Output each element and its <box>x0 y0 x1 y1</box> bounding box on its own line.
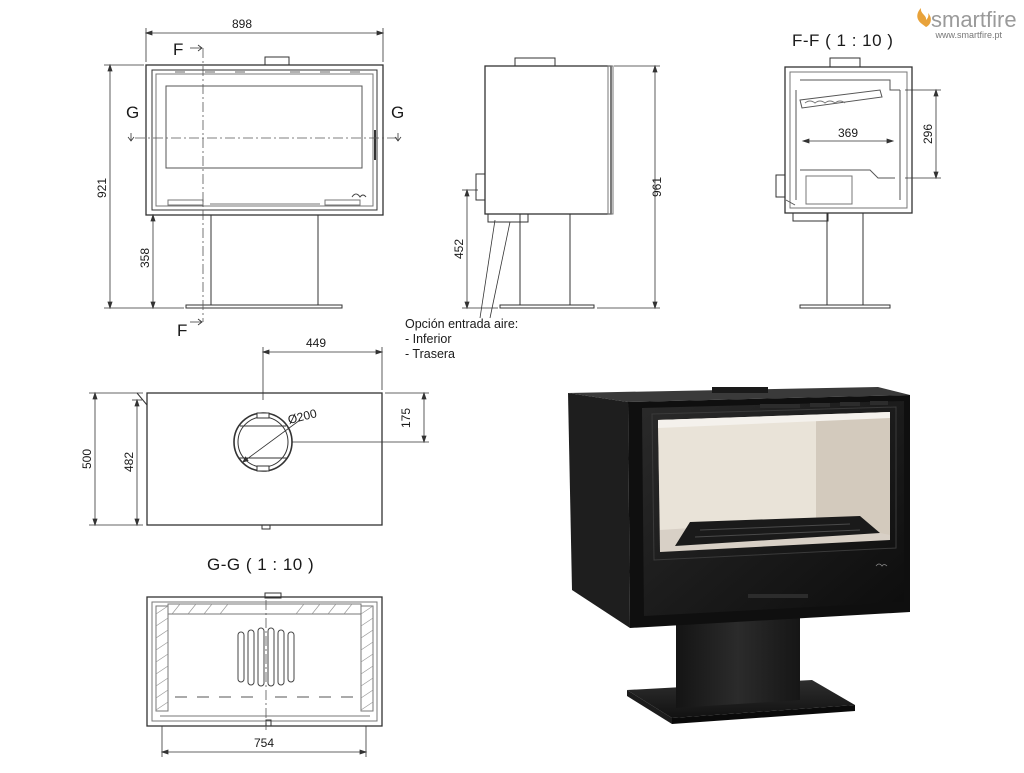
dim-top-depth-inner: 482 <box>122 452 136 472</box>
brand-logo: smartfire www.smartfire.pt <box>917 7 1017 40</box>
front-view <box>145 56 384 309</box>
section-ff-dimensions <box>801 88 941 180</box>
cut-label-g-left: G <box>126 103 140 122</box>
section-gg-title: G-G ( 1 : 10 ) <box>207 555 314 574</box>
dim-side-height: 961 <box>650 177 664 197</box>
top-view <box>136 392 383 530</box>
air-inlet-note: Opción entrada aire: - Inferior - Traser… <box>405 317 518 361</box>
dim-front-height: 921 <box>95 178 109 198</box>
dim-flue-diameter: Ø200 <box>286 406 318 427</box>
dim-top-depth-outer: 500 <box>80 449 94 469</box>
dim-stand-height: 358 <box>138 248 152 268</box>
top-view-dimensions <box>89 347 429 527</box>
section-gg-view <box>146 592 383 727</box>
note-title: Opción entrada aire: <box>405 317 518 331</box>
product-render <box>568 387 910 724</box>
brand-website: www.smartfire.pt <box>934 30 1002 40</box>
front-view-dimensions <box>104 28 402 326</box>
section-ff-view <box>775 57 913 309</box>
dim-ff-height: 296 <box>921 124 935 144</box>
dim-front-width: 898 <box>232 17 252 31</box>
section-ff-title: F-F ( 1 : 10 ) <box>792 31 893 50</box>
note-option-trasera: - Trasera <box>405 347 455 361</box>
cut-label-f-bottom: F <box>177 321 188 340</box>
front-view-centerlines <box>135 48 398 322</box>
cut-label-g-right: G <box>391 103 405 122</box>
dim-side-inlet-height: 452 <box>452 239 466 259</box>
dim-top-flue-offset: 175 <box>399 408 413 428</box>
dim-ff-width: 369 <box>838 126 858 140</box>
side-view <box>475 57 614 309</box>
section-gg-dimensions <box>160 726 368 757</box>
side-view-dimensions <box>462 64 660 319</box>
note-option-inferior: - Inferior <box>405 332 452 346</box>
dim-top-offset: 449 <box>306 336 326 350</box>
brand-name: smartfire <box>931 7 1017 32</box>
flame-icon <box>917 8 931 27</box>
cut-label-f-top: F <box>173 40 184 59</box>
dim-gg-width: 754 <box>254 736 274 750</box>
